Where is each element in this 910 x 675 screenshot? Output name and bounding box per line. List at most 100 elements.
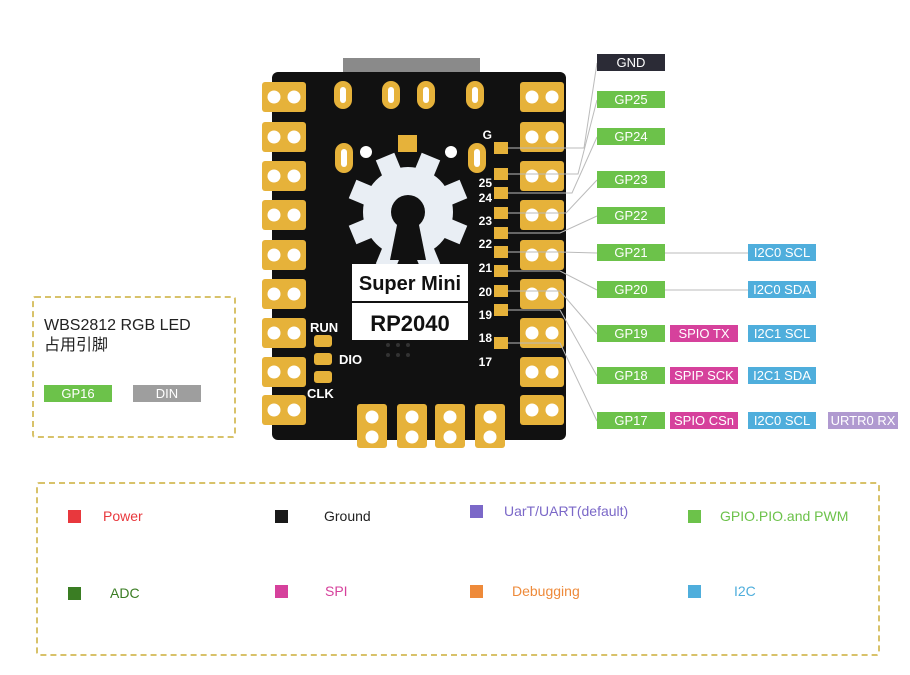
right-pad-7 bbox=[520, 357, 564, 387]
mount-hole-left bbox=[360, 146, 372, 158]
bottom-pad-3 bbox=[475, 404, 505, 448]
right-pad-5 bbox=[520, 279, 564, 309]
pin-function-gp17-1: I2C0 SCL bbox=[748, 412, 816, 429]
pin-label-gp24: GP24 bbox=[597, 128, 665, 145]
pad-label-run: RUN bbox=[310, 320, 338, 335]
left-pad-8 bbox=[262, 395, 306, 425]
pin-function-gp20-0: I2C0 SDA bbox=[748, 281, 816, 298]
leader-lines bbox=[508, 62, 748, 422]
left-pad-1 bbox=[262, 122, 306, 152]
pin-number-17: 17 bbox=[479, 355, 493, 369]
pin-label-gp20: GP20 bbox=[597, 281, 665, 298]
left-pad-7 bbox=[262, 357, 306, 387]
board-name-line1: Super Mini bbox=[359, 273, 461, 295]
pin-number-19: 19 bbox=[479, 308, 493, 322]
legend-label-1: Ground bbox=[324, 508, 371, 524]
pin-label-gp23: GP23 bbox=[597, 171, 665, 188]
pin-number-20: 20 bbox=[479, 285, 493, 299]
pad-label-dio: DIO bbox=[339, 352, 362, 367]
smd-pad-20 bbox=[494, 265, 508, 277]
legend-label-5: SPI bbox=[325, 583, 348, 599]
pin-function-gp18-0: SPIP SCK bbox=[670, 367, 738, 384]
side-oval-pad-1 bbox=[468, 143, 486, 173]
left-pad-3 bbox=[262, 200, 306, 230]
pin-number-22: 22 bbox=[479, 237, 493, 251]
pin-label-gp25: GP25 bbox=[597, 91, 665, 108]
top-center-pad bbox=[398, 135, 417, 152]
legend-swatch-0 bbox=[68, 510, 81, 523]
bottom-pad-0 bbox=[357, 404, 387, 448]
led-note-title: WBS2812 RGB LED 占用引脚 bbox=[44, 316, 191, 356]
pin-number-21: 21 bbox=[479, 261, 493, 275]
pin-number-24: 24 bbox=[479, 191, 493, 205]
left-pad-2 bbox=[262, 161, 306, 191]
legend-label-6: Debugging bbox=[512, 583, 580, 599]
smd-pad-24 bbox=[494, 187, 508, 199]
right-pad-8 bbox=[520, 395, 564, 425]
smd-pad-G bbox=[494, 142, 508, 154]
top-oval-pad-2 bbox=[417, 81, 435, 109]
legend-swatch-6 bbox=[470, 585, 483, 598]
legend-swatch-3 bbox=[688, 510, 701, 523]
pin-function-gp21-0: I2C0 SCL bbox=[748, 244, 816, 261]
pad-label-clk: CLK bbox=[307, 386, 334, 401]
pin-function-gp17-0: SPIO CSn bbox=[670, 412, 738, 429]
pin-number-18: 18 bbox=[479, 331, 493, 345]
led-note-box bbox=[32, 296, 236, 438]
right-pad-2 bbox=[520, 161, 564, 191]
smd-pad-22 bbox=[494, 227, 508, 239]
right-pad-0 bbox=[520, 82, 564, 112]
smd-pad-21 bbox=[494, 246, 508, 258]
bottom-pad-2 bbox=[435, 404, 465, 448]
pin-label-gp17: GP17 bbox=[597, 412, 665, 429]
smd-pad-17 bbox=[494, 337, 508, 349]
right-pad-4 bbox=[520, 240, 564, 270]
side-oval-pad-0 bbox=[335, 143, 353, 173]
gear-logo-icon bbox=[348, 152, 468, 272]
pin-label-gp19: GP19 bbox=[597, 325, 665, 342]
smd-pad-18 bbox=[494, 304, 508, 316]
pin-number-23: 23 bbox=[479, 214, 493, 228]
legend-label-2: UarT/UART(default) bbox=[504, 503, 629, 519]
top-oval-pad-0 bbox=[334, 81, 352, 109]
pin-label-gp21: GP21 bbox=[597, 244, 665, 261]
left-pad-4 bbox=[262, 240, 306, 270]
pin-function-gp19-0: SPIO TX bbox=[670, 325, 738, 342]
led-din-label: DIN bbox=[133, 385, 201, 402]
mount-hole-right bbox=[445, 146, 457, 158]
top-oval-pad-3 bbox=[466, 81, 484, 109]
led-note-title-line2: 占用引脚 bbox=[44, 337, 109, 354]
pad-group bbox=[262, 81, 564, 448]
pin-function-gp17-2: URTR0 RX bbox=[828, 412, 898, 429]
right-pad-3 bbox=[520, 200, 564, 230]
pin-number-G: G bbox=[483, 128, 492, 142]
legend-swatch-7 bbox=[688, 585, 701, 598]
pin-label-gnd: GND bbox=[597, 54, 665, 71]
pin-number-25: 25 bbox=[479, 176, 493, 190]
legend-label-7: I2C bbox=[734, 583, 756, 599]
legend-box bbox=[36, 482, 880, 656]
led-note-title-line1: WBS2812 RGB LED bbox=[44, 317, 191, 334]
legend-swatch-4 bbox=[68, 587, 81, 600]
legend-label-4: ADC bbox=[110, 585, 140, 601]
legend-swatch-1 bbox=[275, 510, 288, 523]
smd-pad-23 bbox=[494, 207, 508, 219]
left-pad-5 bbox=[262, 279, 306, 309]
pin-function-gp18-1: I2C1 SDA bbox=[748, 367, 816, 384]
smd-pad-group bbox=[494, 142, 508, 349]
pin-label-gp18: GP18 bbox=[597, 367, 665, 384]
legend-swatch-2 bbox=[470, 505, 483, 518]
legend-swatch-5 bbox=[275, 585, 288, 598]
board-name-line2: RP2040 bbox=[370, 311, 450, 336]
right-pad-6 bbox=[520, 318, 564, 348]
smd-pad-19 bbox=[494, 285, 508, 297]
right-pad-1 bbox=[520, 122, 564, 152]
top-oval-pad-1 bbox=[382, 81, 400, 109]
smd-pad-25 bbox=[494, 168, 508, 180]
usb-connector bbox=[343, 58, 480, 74]
left-pad-6 bbox=[262, 318, 306, 348]
left-pad-0 bbox=[262, 82, 306, 112]
legend-label-3: GPIO.PIO.and PWM bbox=[720, 508, 849, 524]
